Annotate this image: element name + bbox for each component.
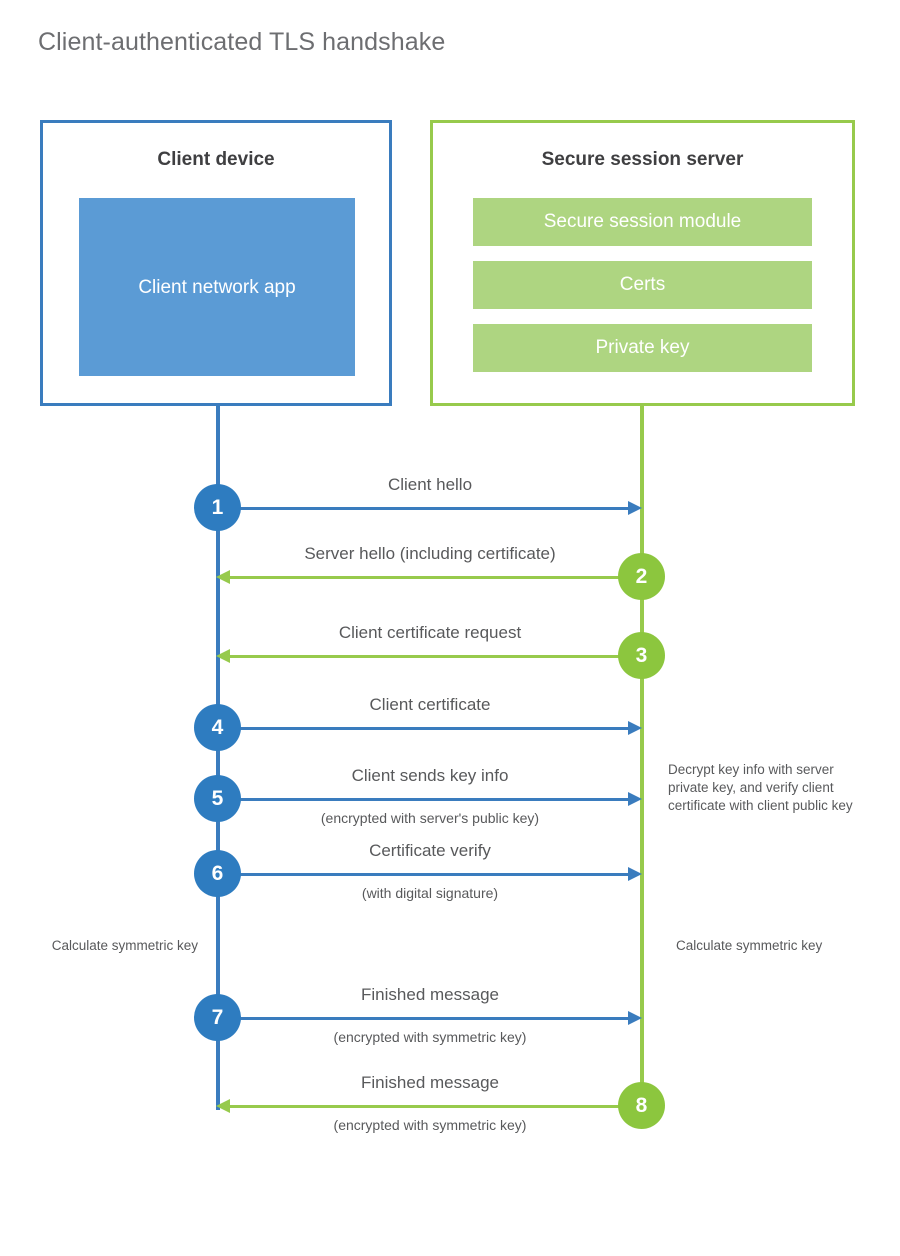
step-2-label: Server hello (including certificate): [304, 544, 556, 563]
step-badge-3[interactable]: 3: [618, 632, 665, 679]
step-5-arrow-head: [628, 792, 642, 806]
step-badge-8[interactable]: 8: [618, 1082, 665, 1129]
secure-session-server-box: Secure session server Secure session mod…: [430, 120, 855, 406]
page-title: Client-authenticated TLS handshake: [38, 28, 446, 56]
step-4-label: Client certificate: [369, 695, 491, 714]
step-3-arrow-line: [230, 655, 642, 658]
step-1-arrow-line: [218, 507, 630, 510]
step-5-label: Client sends key info: [351, 766, 509, 785]
step-7-arrow-head: [628, 1011, 642, 1025]
step-6-arrow-head: [628, 867, 642, 881]
server-decrypt-annotation: Decrypt key info with server private key…: [668, 762, 853, 813]
client-device-box: Client device Client network app: [40, 120, 392, 406]
step-badge-6[interactable]: 6: [194, 850, 241, 897]
step-1-arrow-head: [628, 501, 642, 515]
server-component-secure-session-module: Secure session module: [473, 198, 812, 246]
step-5-sublabel: (encrypted with server's public key): [320, 810, 540, 826]
server-calculate-symmetric-key-annotation: Calculate symmetric key: [676, 938, 823, 953]
step-badge-4[interactable]: 4: [194, 704, 241, 751]
step-badge-1[interactable]: 1: [194, 484, 241, 531]
client-device-title: Client device: [157, 149, 275, 170]
step-7-arrow-line: [218, 1017, 630, 1020]
step-8-sublabel: (encrypted with symmetric key): [333, 1117, 527, 1133]
step-7-label: Finished message: [361, 985, 499, 1004]
step-7-sublabel: (encrypted with symmetric key): [333, 1029, 527, 1045]
step-8-arrow-head: [216, 1099, 230, 1113]
server-component-private-key: Private key: [473, 324, 812, 372]
server-lifeline: [640, 406, 644, 1106]
secure-session-server-title: Secure session server: [541, 149, 744, 170]
step-5-arrow-line: [218, 798, 630, 801]
client-calculate-symmetric-key-annotation: Calculate symmetric key: [51, 938, 198, 953]
step-6-label: Certificate verify: [369, 841, 491, 860]
step-2-arrow-line: [230, 576, 642, 579]
step-6-arrow-line: [218, 873, 630, 876]
step-badge-2[interactable]: 2: [618, 553, 665, 600]
step-8-arrow-line: [230, 1105, 642, 1108]
step-8-label: Finished message: [361, 1073, 499, 1092]
client-network-app-block: Client network app: [79, 198, 355, 376]
client-lifeline: [216, 406, 220, 1110]
step-6-sublabel: (with digital signature): [361, 885, 499, 901]
step-3-arrow-head: [216, 649, 230, 663]
step-1-label: Client hello: [387, 475, 473, 494]
step-3-label: Client certificate request: [338, 623, 522, 642]
server-component-certs: Certs: [473, 261, 812, 309]
step-badge-5[interactable]: 5: [194, 775, 241, 822]
step-4-arrow-line: [218, 727, 630, 730]
step-4-arrow-head: [628, 721, 642, 735]
step-badge-7[interactable]: 7: [194, 994, 241, 1041]
step-2-arrow-head: [216, 570, 230, 584]
